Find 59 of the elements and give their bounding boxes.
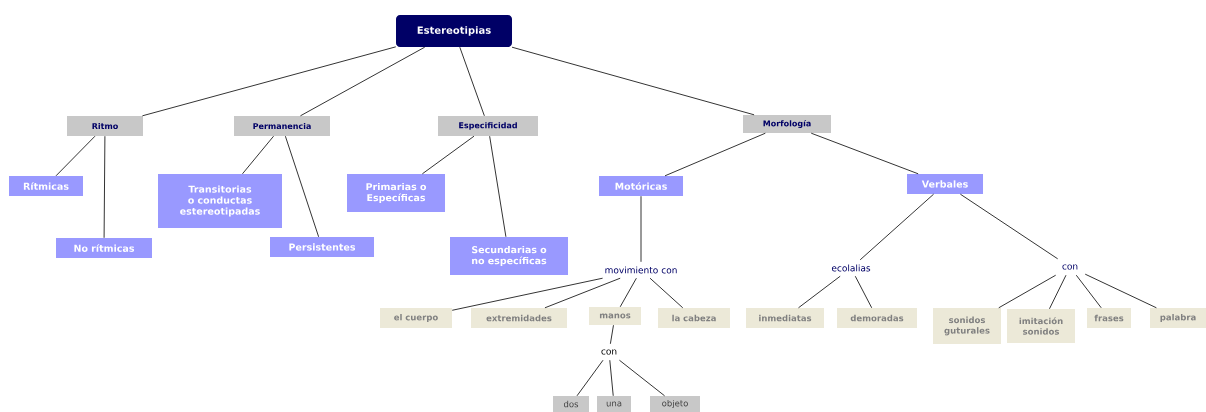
example-box: demoradas <box>837 308 917 328</box>
example-box: el cuerpo <box>380 308 452 328</box>
connector-line <box>103 135 106 239</box>
connector-line <box>610 324 614 345</box>
connector-line <box>1049 274 1067 310</box>
category-box: Ritmo <box>67 116 143 136</box>
category-box: Especificidad <box>438 116 538 136</box>
connector-line <box>960 193 1059 260</box>
concept-box: Primarias o Específicas <box>347 174 445 212</box>
connector-line <box>421 135 475 175</box>
connector-line <box>1075 274 1102 309</box>
linking-word: con <box>1062 264 1078 270</box>
concept-box: No rítmicas <box>56 238 152 258</box>
category-box: Permanencia <box>234 116 330 136</box>
connector-line <box>489 135 507 238</box>
connector-line <box>664 132 766 177</box>
example-box: extremidades <box>471 308 567 328</box>
concept-box: Secundarias o no específicas <box>450 237 568 275</box>
connector-line <box>619 359 665 397</box>
concept-box: Persistentes <box>270 237 374 257</box>
connector-line <box>798 275 841 309</box>
concept-box: Transitorias o conductas estereotipadas <box>158 174 282 228</box>
connector-line <box>142 46 397 117</box>
connector-line <box>55 135 96 177</box>
connector-line <box>242 135 274 175</box>
connector-line <box>1084 273 1157 309</box>
connector-line <box>511 46 755 116</box>
connector-line <box>451 277 603 311</box>
category-box: Morfología <box>743 115 831 133</box>
connector-line <box>609 359 614 397</box>
connector-line <box>619 277 637 308</box>
connector-line <box>859 193 934 261</box>
example-box: una <box>597 396 631 412</box>
example-box: la cabeza <box>658 308 730 328</box>
connector-line <box>459 46 485 117</box>
concept-box: Motóricas <box>599 176 683 196</box>
connector-line <box>854 275 873 309</box>
connector-line <box>998 274 1057 309</box>
example-box: objeto <box>650 396 700 412</box>
connector-line <box>300 46 426 117</box>
concept-box: Rítmicas <box>9 176 83 196</box>
connector-line <box>576 359 604 397</box>
connector-line <box>544 277 621 309</box>
concept-box: Verbales <box>907 174 983 194</box>
example-box: frases <box>1087 308 1131 328</box>
linking-word: movimiento con <box>605 266 677 274</box>
connector-line <box>285 135 320 238</box>
connector-line <box>649 277 684 309</box>
example-box: manos <box>589 307 641 325</box>
example-box: inmediatas <box>746 308 824 328</box>
connector-line <box>810 132 919 175</box>
example-box: imitación sonidos <box>1007 309 1075 343</box>
linking-word: ecolalias <box>831 264 871 272</box>
title-box: Estereotipias <box>396 15 512 47</box>
example-box: palabra <box>1150 308 1206 328</box>
linking-word: con <box>601 349 617 355</box>
example-box: sonidos guturales <box>933 308 1001 344</box>
connector-line <box>640 195 642 263</box>
example-box: dos <box>553 396 589 412</box>
